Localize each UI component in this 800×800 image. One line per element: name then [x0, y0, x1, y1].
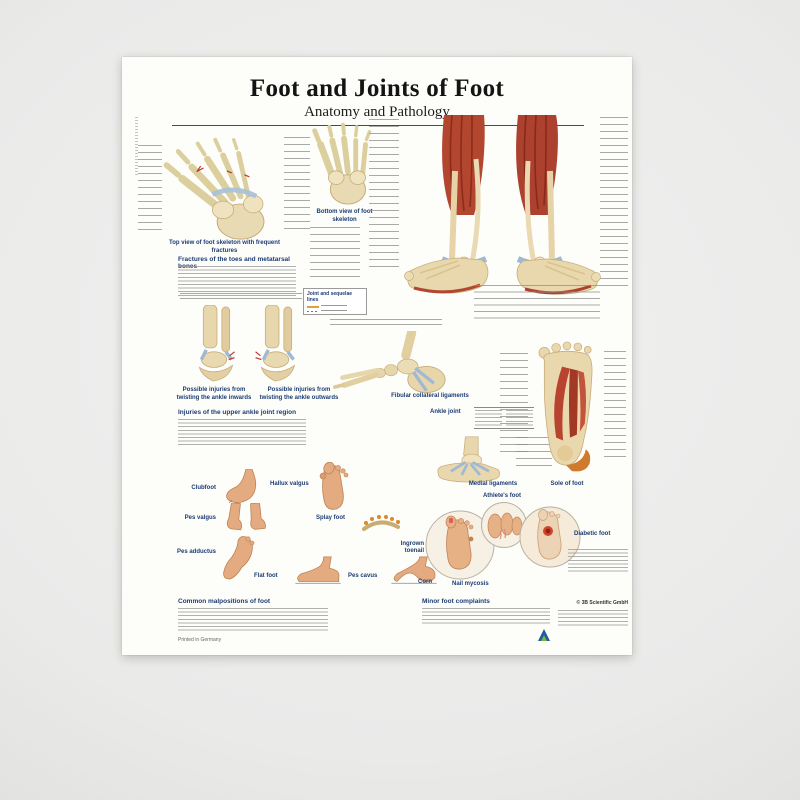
body-text-complaints	[422, 608, 550, 626]
label-lines-sole-right	[604, 351, 626, 459]
label-ingrown-toenail: Ingrown toenail	[400, 541, 424, 554]
legend-row-orange	[307, 305, 363, 308]
label-nail-mycosis: Nail mycosis	[452, 581, 489, 587]
label-clubfoot: Clubfoot	[191, 485, 216, 491]
pes-adductus-illustration	[220, 535, 258, 583]
publisher-logo	[536, 627, 552, 643]
body-text-malpositions	[178, 608, 328, 632]
label-athletes-foot: Athlete's foot	[482, 493, 522, 499]
body-text-ankle-injuries	[178, 419, 306, 447]
splay-foot-illustration	[358, 507, 404, 535]
label-lines-bottom-view	[310, 227, 360, 283]
diabetic-foot-inset-illustration	[518, 505, 582, 569]
label-ankle-joint: Ankle joint	[430, 409, 461, 415]
flat-foot-illustration	[292, 555, 344, 589]
printed-note: Printed in Germany	[178, 637, 222, 643]
caption-twist-inwards: Possible injuries from twisting the ankl…	[176, 387, 252, 401]
ankle-outwards-illustration	[252, 305, 304, 383]
ankle-inwards-illustration	[190, 305, 242, 383]
label-pes-adductus: Pes adductus	[176, 549, 216, 555]
foot-skeleton-bottom-view-illustration	[302, 119, 387, 207]
label-splay-foot: Splay foot	[316, 515, 346, 521]
poster-title: Foot and Joints of Foot	[249, 75, 505, 102]
pes-cavus-illustration	[388, 555, 440, 589]
copyright-text: © 3B Scientific GmbH	[576, 600, 628, 606]
legend-joint-lines: Joint and sequelae lines	[303, 288, 367, 315]
heading-ankle-injuries: Injuries of the upper ankle joint region	[178, 409, 297, 416]
heading-complaints: Minor foot complaints	[422, 598, 490, 605]
label-lines-legs-bottom	[474, 285, 600, 321]
legend-title: Joint and sequelae lines	[307, 291, 353, 303]
label-lines-sole-left	[500, 353, 528, 457]
label-lines-left	[138, 145, 162, 230]
heading-malpositions: Common malpositions of foot	[178, 598, 271, 605]
poster-subtitle: Anatomy and Pathology	[304, 104, 450, 120]
pes-valgus-illustration	[222, 503, 270, 537]
clubfoot-illustration	[220, 469, 266, 507]
label-lines-right	[284, 137, 310, 229]
label-lines-legs-right	[600, 117, 628, 289]
anatomy-poster: Foot and Joints of Foot Anatomy and Path…	[122, 57, 632, 655]
caption-top-view: Top view of foot skeleton with frequent …	[169, 240, 280, 254]
label-pes-cavus: Pes cavus	[348, 573, 378, 579]
legend-text-placeholder	[321, 305, 347, 308]
hallux-valgus-illustration	[316, 462, 350, 514]
label-pes-valgus: Pes valgus	[184, 515, 216, 521]
legend-text-placeholder	[321, 310, 347, 313]
label-lines-ankles	[180, 293, 302, 303]
foot-skeleton-side-illustration	[327, 331, 455, 401]
label-diabetic-foot: Diabetic foot	[574, 531, 611, 537]
sole-of-foot-illustration	[532, 339, 602, 477]
athletes-foot-inset-illustration	[480, 501, 528, 549]
label-lines-legs-left	[369, 119, 399, 269]
foot-complaints-inset-illustration	[424, 509, 496, 581]
medial-ligaments-illustration	[427, 435, 512, 485]
foot-skeleton-top-view-illustration	[157, 132, 292, 244]
caption-twist-outwards: Possible injuries from twisting the ankl…	[259, 387, 339, 401]
label-lines-side-skeleton	[330, 319, 442, 328]
caption-medial-ligaments: Medial ligaments	[468, 481, 518, 487]
caption-sole-of-foot: Sole of foot	[550, 481, 584, 487]
label-hallux-valgus: Hallux valgus	[270, 481, 309, 487]
legend-row-dashed	[307, 310, 363, 313]
caption-fibular-ligaments: Fibular collateral ligaments	[391, 393, 469, 399]
label-corn: Corn	[418, 579, 432, 585]
caption-bottom-view: Bottom view of foot skeleton	[316, 209, 373, 223]
label-flat-foot: Flat foot	[254, 573, 278, 579]
legend-swatch-orange	[307, 305, 319, 308]
catalog-code-vertical	[135, 117, 138, 177]
publisher-address-placeholder	[558, 610, 628, 626]
body-text-fractures	[178, 266, 296, 298]
legend-swatch-dashed	[307, 310, 319, 313]
body-text-diabetic	[568, 549, 628, 573]
mini-table-col	[475, 410, 502, 426]
